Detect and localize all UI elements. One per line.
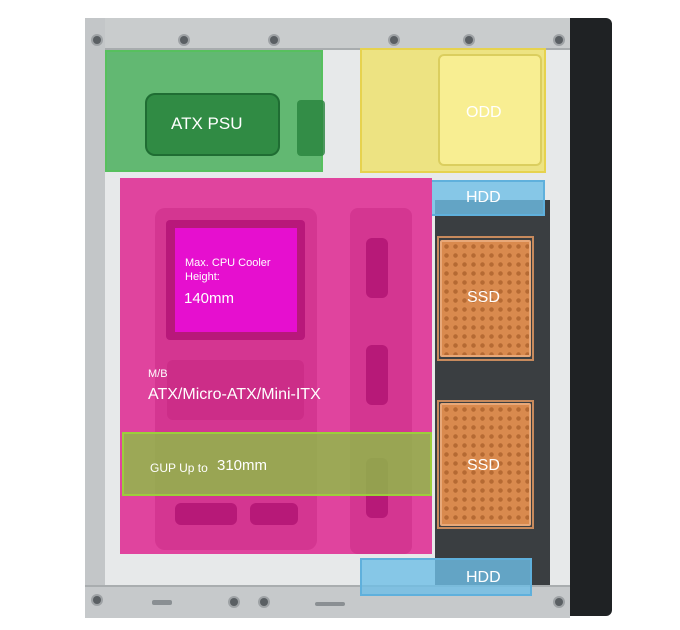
- psu-label: ATX PSU: [171, 114, 243, 133]
- motherboard-cutout: [167, 360, 304, 420]
- hdd-zone-bottom: [360, 558, 532, 596]
- ssd-zone-top: [440, 240, 531, 357]
- rear-io-rail: [85, 18, 105, 616]
- screw: [555, 36, 563, 44]
- gpu-length-value: 310mm: [217, 457, 268, 474]
- cpu-cooler-value: 140mm: [184, 290, 235, 307]
- top-rail: [85, 18, 605, 50]
- ssd-label-top: SSD: [467, 289, 500, 306]
- psu-body: [145, 93, 280, 156]
- motherboard-cutout: [250, 503, 298, 525]
- screw: [93, 36, 101, 44]
- screw: [180, 36, 188, 44]
- ssd-label-bottom: SSD: [467, 457, 500, 474]
- front-panel: [570, 18, 612, 616]
- screw: [390, 36, 398, 44]
- mb-form-factor-label: ATX/Micro-ATX/Mini-ITX: [148, 386, 321, 403]
- cable-cutout: [366, 345, 388, 405]
- psu-vent: [297, 100, 325, 156]
- vent-slot: [152, 600, 172, 605]
- cable-cutout: [366, 238, 388, 298]
- screw: [260, 598, 268, 606]
- ssd-zone-bottom: [440, 403, 531, 526]
- hdd-label-bottom: HDD: [466, 569, 501, 586]
- ssd-tray-frame: [437, 400, 534, 529]
- gpu-prefix-label: GUP Up to: [150, 461, 208, 475]
- ssd-tray-frame: [437, 236, 534, 361]
- motherboard-cutout: [175, 503, 237, 525]
- screw: [555, 598, 563, 606]
- screw: [93, 596, 101, 604]
- screw: [230, 598, 238, 606]
- screw: [270, 36, 278, 44]
- mb-prefix-label: M/B: [148, 368, 168, 380]
- cpu-cooler-zone: [175, 228, 297, 332]
- gpu-zone: [122, 432, 432, 496]
- odd-label: ODD: [466, 104, 502, 121]
- cpu-cooler-label: Max. CPU Cooler Height:: [185, 257, 271, 283]
- hdd-label-top: HDD: [466, 189, 501, 206]
- odd-bay: [438, 54, 542, 166]
- screw: [465, 36, 473, 44]
- vent-slot: [315, 602, 345, 606]
